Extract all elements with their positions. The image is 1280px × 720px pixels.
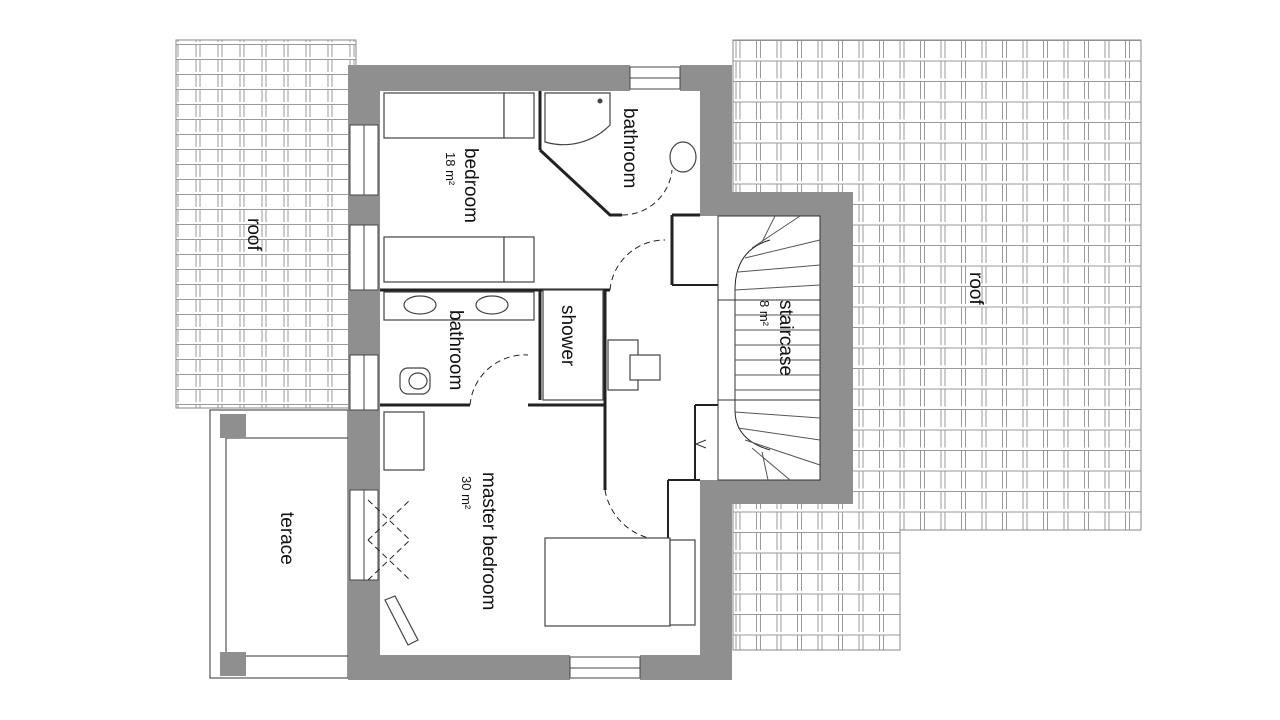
- label-terace: terace: [276, 512, 297, 565]
- label-roof-left: roof: [243, 218, 264, 251]
- windows: [349, 66, 681, 679]
- roof-left: [175, 39, 357, 409]
- label-bathroom-top: bathroom: [619, 108, 640, 188]
- label-staircase-area: 8 m²: [757, 300, 772, 327]
- room-labels: roof roof terace bedroom 18 m² bathroom …: [243, 108, 986, 610]
- label-bathroom-mid: bathroom: [445, 310, 466, 390]
- furniture: [383, 92, 697, 646]
- label-roof-right: roof: [965, 272, 986, 305]
- label-bedroom: bedroom: [460, 148, 481, 223]
- label-staircase: staircase: [775, 300, 796, 376]
- terrace: [209, 409, 349, 679]
- staircase-steps: [694, 215, 821, 481]
- label-master-bedroom: master bedroom: [478, 472, 499, 610]
- label-master-bedroom-area: 30 m²: [459, 476, 474, 510]
- label-bedroom-area: 18 m²: [443, 152, 458, 186]
- label-shower: shower: [557, 305, 578, 367]
